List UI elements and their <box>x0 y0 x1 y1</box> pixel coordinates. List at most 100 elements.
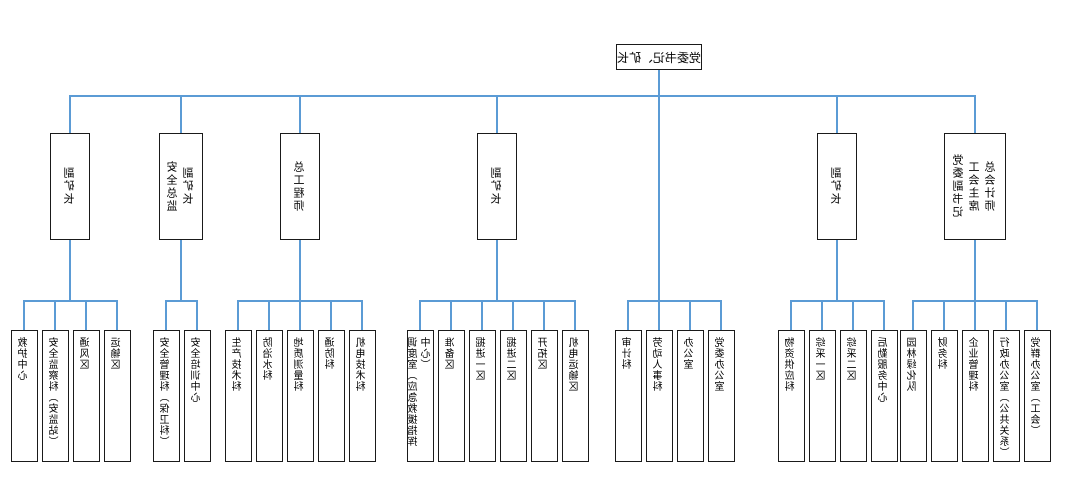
connector-line <box>180 240 182 300</box>
connector-line <box>836 95 838 133</box>
box-label: 安全培训中心 <box>192 337 203 403</box>
dept-box: 财务科 <box>931 330 958 462</box>
box-label: 后勤服务中心 <box>879 337 890 403</box>
dept-box: 救护中心 <box>11 330 38 462</box>
dept-box: 机电技术科 <box>349 330 376 462</box>
connector-line <box>627 300 722 302</box>
box-label: 准备区 <box>446 337 457 370</box>
box-label: 行政办公室（公共关系） <box>1001 337 1012 458</box>
box-label: 综采一区 <box>817 337 828 381</box>
box-label: 调度室（应急救援指挥中心） <box>408 337 433 447</box>
connector-line <box>821 300 823 330</box>
box-label: 副矿长 <box>63 167 76 206</box>
connector-line <box>299 300 301 330</box>
connector-line <box>361 300 363 330</box>
box-label: 副矿长 <box>182 167 195 206</box>
dept-box: 园林绿化队 <box>900 330 927 462</box>
dept-box: 劳动人事科 <box>646 330 673 462</box>
connector-line <box>237 300 239 330</box>
dept-box: 掘进一区 <box>469 330 496 462</box>
leader-box: 副矿长 <box>477 133 517 240</box>
connector-line <box>165 300 198 302</box>
connector-line <box>883 300 885 330</box>
box-label: 通防科 <box>326 337 337 370</box>
box-label: 运输区 <box>112 337 123 370</box>
connector-line <box>196 300 198 330</box>
box-label: 机电技术科 <box>357 337 368 392</box>
box-label: 副矿长 <box>490 167 503 206</box>
box-label: 综采二区 <box>848 337 859 381</box>
box-label: 生产技术科 <box>233 337 244 392</box>
box-label: 防治水科 <box>264 337 275 381</box>
connector-line <box>790 300 885 302</box>
leader-box: 党委副书记工会主席总会计师 <box>944 133 1006 240</box>
box-label: 党委副书记 <box>952 154 965 219</box>
connector-line <box>330 300 332 330</box>
leader-label-columns: 副矿长 <box>831 167 844 206</box>
dept-box: 党群办公室（工会） <box>1024 330 1051 462</box>
connector-line <box>299 95 301 133</box>
box-label: 党委办公室 <box>716 337 727 392</box>
connector-line <box>836 240 838 300</box>
connector-line <box>299 240 301 300</box>
box-label: 工会主席 <box>968 160 981 213</box>
leader-label-columns: 副矿长 <box>64 167 77 206</box>
box-label: 办公室 <box>685 337 696 370</box>
dept-box: 企业管理科 <box>962 330 989 462</box>
connector-line <box>689 300 691 330</box>
leader-box: 总工程师 <box>280 133 320 240</box>
dept-box: 准备区 <box>438 330 465 462</box>
connector-line <box>627 300 629 330</box>
box-label: 安全总监 <box>166 160 179 213</box>
dept-box: 综采一区 <box>809 330 836 462</box>
leader-label-columns: 党委副书记工会主席总会计师 <box>953 154 998 219</box>
connector-line <box>974 240 976 300</box>
dept-box: 安全监察科（安监站） <box>42 330 69 462</box>
connector-line <box>974 95 976 133</box>
connector-line <box>574 300 576 330</box>
dept-box: 运输区 <box>104 330 131 462</box>
connector-line <box>912 300 914 330</box>
dept-box: 机电运输区 <box>562 330 589 462</box>
dept-box: 开拓区 <box>531 330 558 462</box>
box-label: 安全管理科（保卫科） <box>161 337 172 447</box>
connector-line <box>658 70 660 300</box>
connector-line <box>180 95 182 133</box>
connector-line <box>23 300 25 330</box>
leader-label-columns: 副矿长 <box>491 167 504 206</box>
dept-box: 掘进二区 <box>500 330 527 462</box>
box-label: 副矿长 <box>830 167 843 206</box>
connector-line <box>974 300 976 330</box>
leader-label-columns: 安全总监副矿长 <box>167 161 196 213</box>
box-label: 安全监察科（安监站） <box>50 337 61 447</box>
box-label: 掘进一区 <box>477 337 488 381</box>
dept-box: 安全培训中心 <box>184 330 211 462</box>
dept-box: 生产技术科 <box>225 330 252 462</box>
dept-box: 防治水科 <box>256 330 283 462</box>
leader-box: 安全总监副矿长 <box>159 133 203 240</box>
connector-line <box>69 95 71 133</box>
dept-box: 通防科 <box>318 330 345 462</box>
connector-line <box>943 300 945 330</box>
dept-box: 物资供应科 <box>778 330 805 462</box>
box-label: 机电运输区 <box>570 337 581 392</box>
dept-box: 调度室（应急救援指挥中心） <box>407 330 434 462</box>
connector-line <box>481 300 483 330</box>
dept-box: 党委办公室 <box>708 330 735 462</box>
connector-line <box>419 300 576 302</box>
leader-label-columns: 总工程师 <box>294 161 307 213</box>
box-label: 地质测量科 <box>295 337 306 392</box>
connector-line <box>790 300 792 330</box>
dept-box: 行政办公室（公共关系） <box>993 330 1020 462</box>
box-label: 掘进二区 <box>508 337 519 381</box>
dept-box: 通风区 <box>73 330 100 462</box>
connector-line <box>512 300 514 330</box>
connector-line <box>496 95 498 133</box>
connector-line <box>69 240 71 300</box>
connector-line <box>720 300 722 330</box>
box-label: 物资供应科 <box>786 337 797 392</box>
connector-line <box>165 300 167 330</box>
dept-box: 综采二区 <box>840 330 867 462</box>
connector-line <box>1036 300 1038 330</box>
box-label: 总会计师 <box>984 160 997 213</box>
